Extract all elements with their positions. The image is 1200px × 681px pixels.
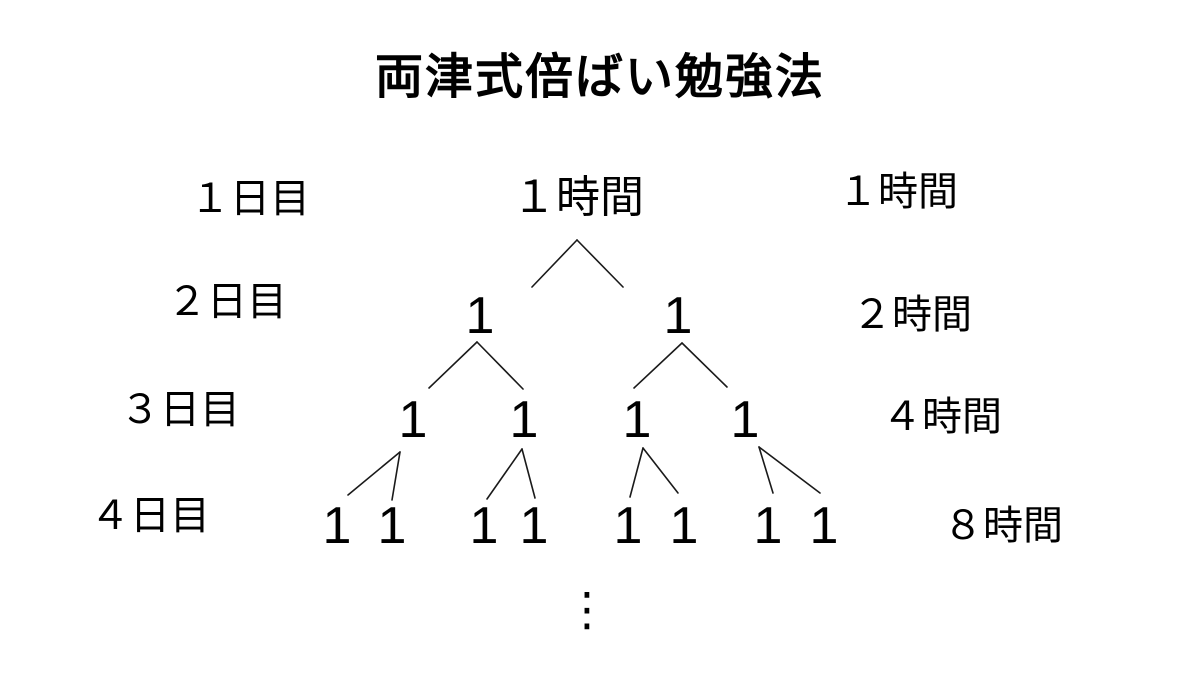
tree-node-day4-1: 1 (322, 497, 352, 555)
tree-node-day4-3: 1 (469, 497, 499, 555)
day-label-2: ２日目 (167, 280, 287, 324)
day-label-4: ４日目 (90, 494, 210, 538)
branch-l3a-right (391, 451, 401, 501)
branch-l2a-left (428, 341, 478, 389)
branch-l2b-right (681, 342, 728, 388)
branch-l3b-left (486, 448, 523, 500)
tree-node-day3-1: 1 (398, 391, 428, 449)
day-label-3: ３日目 (120, 388, 240, 432)
tree-node-root: １時間 (512, 173, 644, 222)
page-title: 両津式倍ばい勉強法 (374, 51, 825, 104)
branch-l3b-right (521, 448, 536, 499)
hours-label-1: １時間 (838, 170, 958, 214)
tree-node-day2-2: 1 (663, 287, 693, 345)
tree-node-day2-1: 1 (465, 287, 495, 345)
branch-l2b-left (633, 342, 683, 389)
branch-l3c-right (642, 447, 679, 494)
hours-label-4: ４時間 (882, 395, 1002, 439)
tree-node-day4-7: 1 (753, 497, 783, 555)
tree-node-day4-5: 1 (613, 497, 643, 555)
day-label-1: １日目 (190, 177, 310, 221)
branch-l3c-left (629, 447, 644, 498)
tree-node-day4-8: 1 (809, 497, 839, 555)
tree-node-day3-4: 1 (730, 391, 760, 449)
tree-node-day3-2: 1 (509, 391, 539, 449)
branch-root-left (531, 239, 578, 288)
branch-l3d-right (758, 446, 821, 494)
hours-label-8: ８時間 (943, 504, 1063, 548)
branch-l3d-left (758, 446, 774, 494)
tree-node-day3-3: 1 (622, 391, 652, 449)
branch-l3a-left (347, 451, 401, 496)
continuation-ellipsis: ⋮ (564, 583, 610, 635)
branch-l2a-right (476, 341, 524, 390)
branch-root-right (576, 239, 624, 288)
tree-node-day4-6: 1 (669, 497, 699, 555)
tree-node-day4-2: 1 (377, 497, 407, 555)
hours-label-2: ２時間 (852, 293, 972, 337)
tree-node-day4-4: 1 (519, 497, 549, 555)
